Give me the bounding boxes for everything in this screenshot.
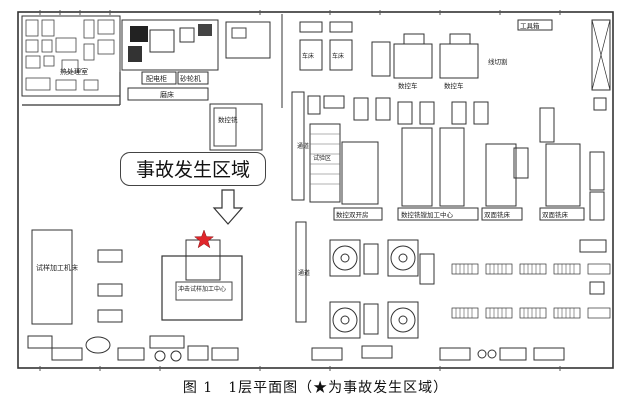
electric-cabinet-box: [141, 71, 177, 85]
impact-center-machine: [185, 239, 221, 281]
electric-cabinet-label: 配电柜: [146, 74, 167, 83]
figure-caption: 图 1 1层平面图（★为事故发生区域）: [182, 380, 449, 396]
callout-arrow-icon: [212, 189, 244, 225]
cnc-mill-left-label: 数控铣: [218, 115, 238, 124]
cnc-boring-center-b: [439, 127, 465, 207]
lathe-1: [299, 39, 323, 71]
cnc-double-column-label: 数控双开房: [336, 210, 369, 219]
outer-wall: [17, 11, 614, 369]
small-room: [225, 21, 271, 59]
accident-callout: 事故发生区域: [120, 152, 266, 186]
small-cabinet-top: [371, 41, 391, 77]
double-mill-bed-2: [545, 143, 581, 207]
cnc-boring-center-a: [401, 127, 433, 207]
printer-box: [439, 347, 471, 361]
wheel-group: [329, 239, 419, 339]
trial-area: [309, 123, 341, 203]
machine-block-top: [121, 19, 219, 71]
rack-group: [451, 263, 611, 319]
cnc-lathe-1-label: 数控车: [398, 81, 418, 90]
heat-room-label: 热处理室: [60, 67, 88, 76]
lathe-2-label: 车床: [332, 52, 344, 60]
cnc-boring-center-label: 数控铣镗加工中心: [401, 210, 454, 219]
cnc-double-column: [341, 141, 379, 205]
wire-cutting-label: 线切割: [488, 57, 508, 66]
aisle-column-top: [291, 91, 305, 201]
double-mill-bed: [485, 143, 517, 207]
machine-dark: [130, 26, 148, 42]
window-ticks: [39, 10, 561, 371]
cnc-lathe-2-label: 数控车: [444, 81, 464, 90]
aisle-column-bottom: [295, 221, 307, 323]
grinder-label: 砂轮机: [180, 74, 201, 83]
lathe-1-label: 车床: [302, 52, 314, 60]
grinding-bed-label: 磨床: [160, 90, 174, 99]
impact-center-room: [161, 255, 243, 321]
cnc-mill-left-box: [209, 103, 263, 151]
tool-box-bottom-left: [27, 335, 53, 349]
double-mill-bed-label: 双面铣床: [484, 210, 511, 219]
grinding-bed-box: [127, 87, 209, 101]
trial-area-label: 试验区: [313, 154, 331, 162]
accident-star-icon: [193, 229, 215, 249]
cnc-lathe-2: [439, 43, 479, 79]
double-mill-bed-2-label: 双面铣床: [542, 210, 569, 219]
impact-center-label: 冲击试样加工中心: [178, 285, 226, 293]
sample-machine: [31, 229, 73, 325]
sample-machine-label: 试样加工机床: [36, 263, 78, 272]
aisle-label-bottom: 通道: [298, 269, 310, 277]
grinder-box: [177, 71, 209, 85]
tool-cabinet-top-label: 工具箱: [520, 21, 540, 30]
heat-room-block: [21, 15, 121, 97]
right-wall-structure: [591, 19, 611, 91]
cnc-lathe-1: [393, 43, 433, 79]
tool-cabinet-bottom: [311, 347, 343, 361]
tool-cabinet-top: [517, 19, 553, 31]
lathe-2: [329, 39, 353, 71]
aisle-label-top: 通道: [297, 142, 309, 150]
